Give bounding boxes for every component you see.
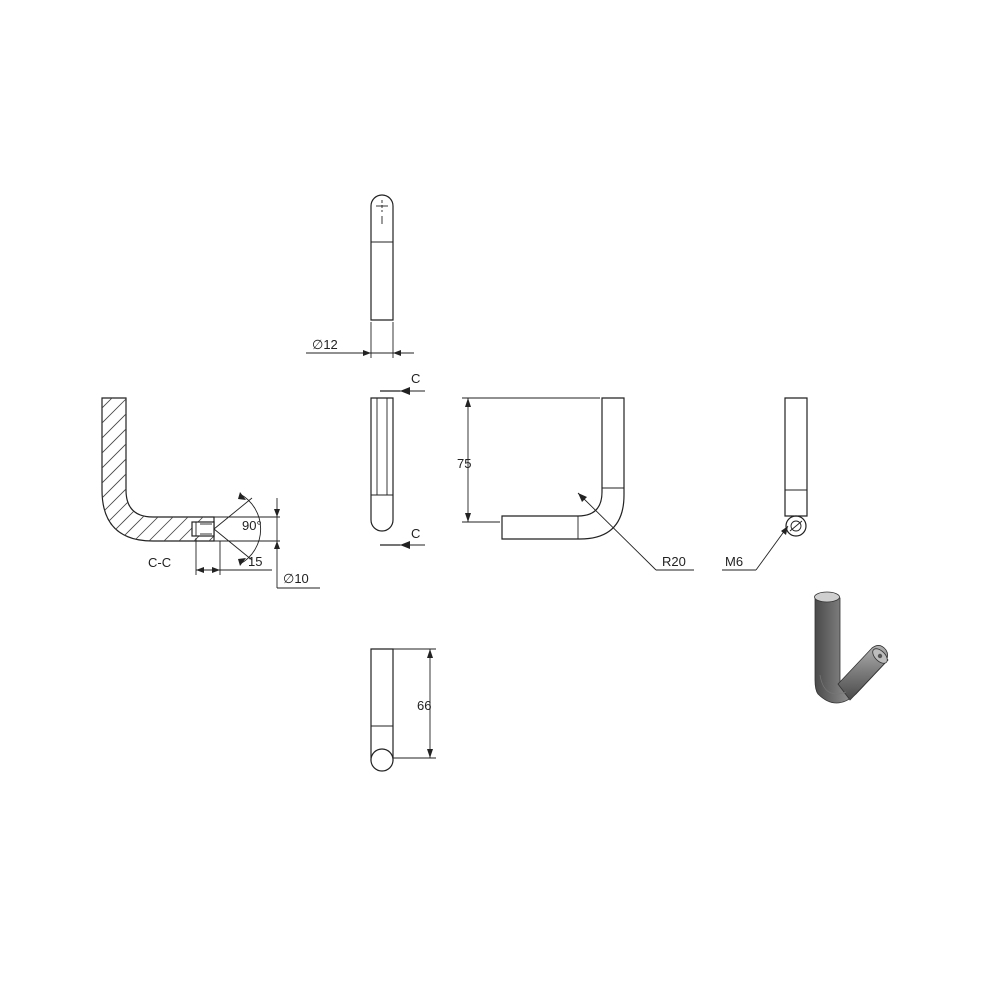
section-label-c-top: C bbox=[411, 371, 420, 386]
right-view: M6 bbox=[722, 397, 808, 571]
front-view: C C bbox=[370, 371, 425, 549]
bottom-view: 66 bbox=[370, 648, 436, 772]
dimension-angle-90: 90° bbox=[242, 518, 262, 533]
dimension-15: 15 bbox=[248, 554, 262, 569]
dimension-66: 66 bbox=[417, 698, 431, 713]
section-view-c-c: 90° ∅10 15 C-C bbox=[101, 397, 320, 589]
dimension-r20: R20 bbox=[662, 554, 686, 569]
dimension-75: 75 bbox=[457, 456, 471, 471]
top-view: ∅12 bbox=[306, 194, 414, 358]
isometric-render bbox=[814, 591, 889, 704]
side-view: 75 R20 bbox=[457, 397, 694, 571]
dimension-dia10: ∅10 bbox=[283, 571, 309, 586]
section-label-c-bottom: C bbox=[411, 526, 420, 541]
dimension-m6: M6 bbox=[725, 554, 743, 569]
dimension-dia12: ∅12 bbox=[312, 337, 338, 352]
section-title-c-c: C-C bbox=[148, 555, 171, 570]
